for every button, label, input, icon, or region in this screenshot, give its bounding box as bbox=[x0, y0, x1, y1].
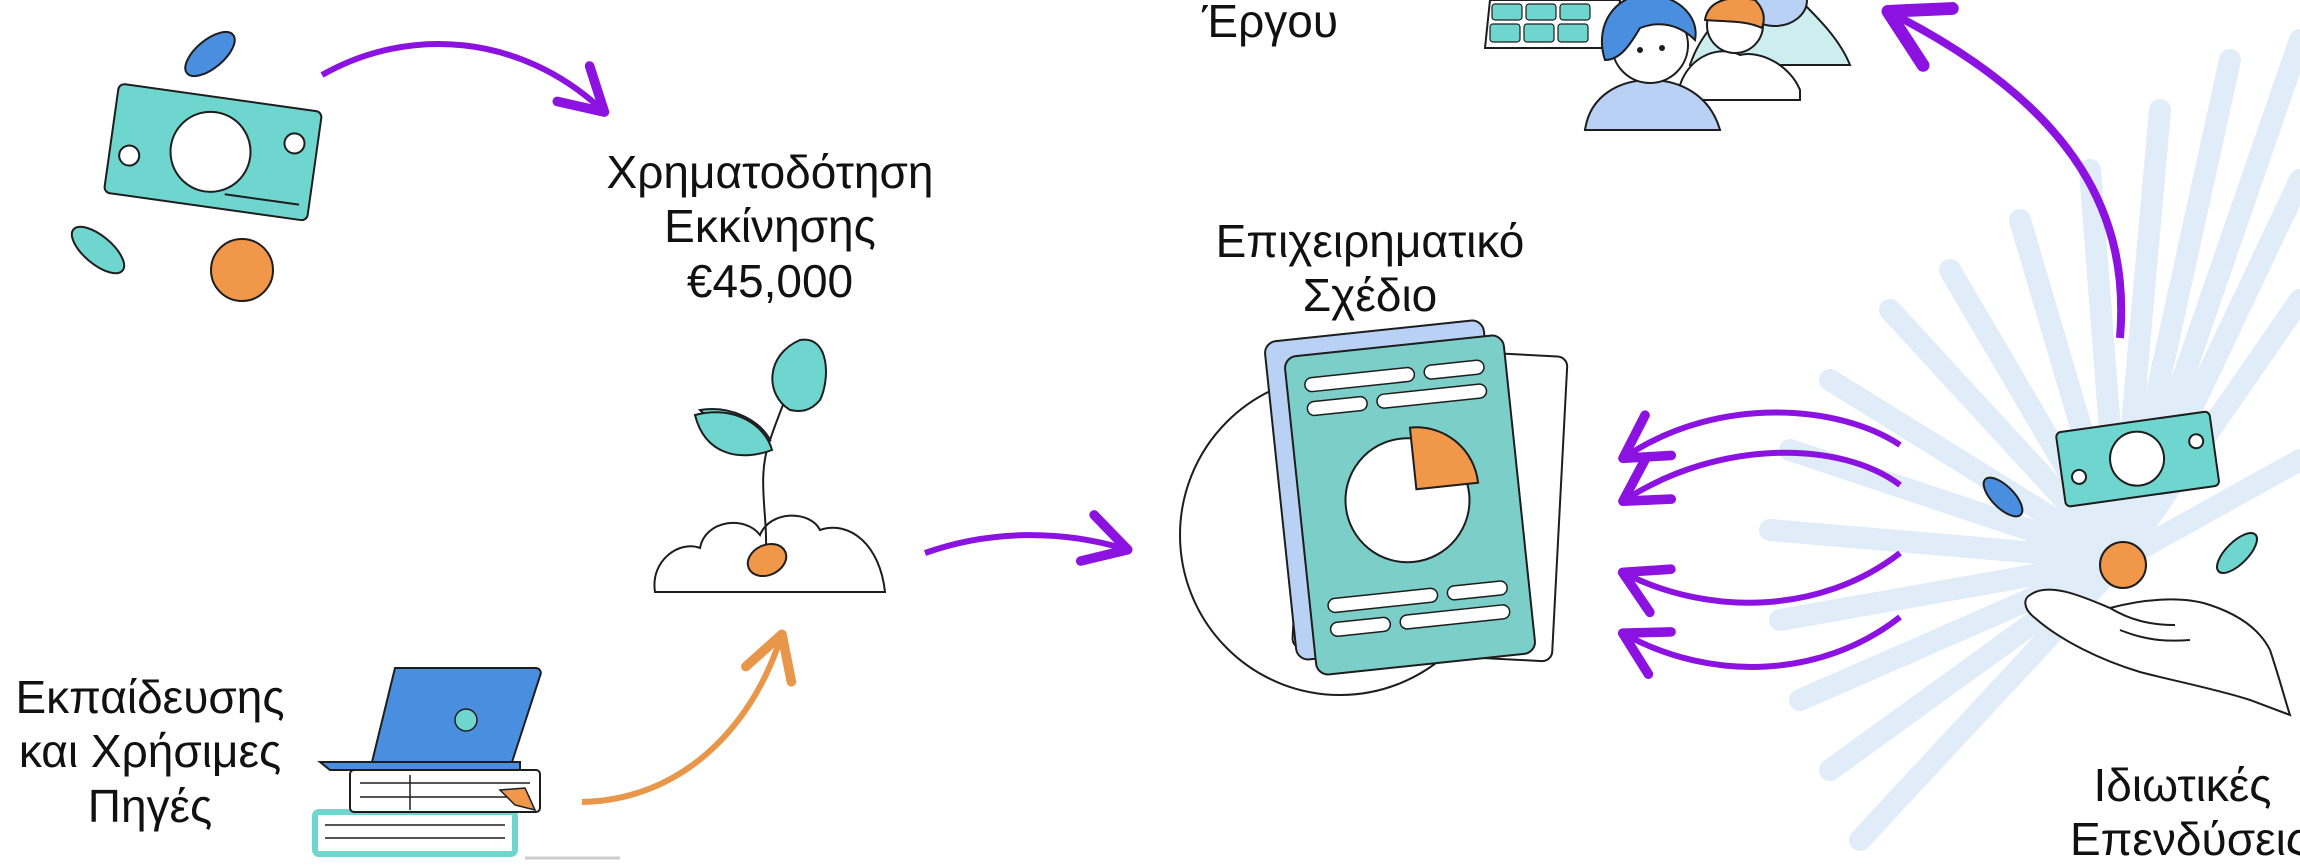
label-business-plan: Επιχειρηματικό Σχέδιο bbox=[1180, 214, 1560, 323]
label-project-partial: Έργου bbox=[1202, 0, 1338, 47]
hand-with-money-icon bbox=[1982, 410, 2292, 717]
arrow-investment-to-plan-3 bbox=[1617, 550, 1902, 618]
label-private-investment: Ιδιωτικές Επενδύσεις bbox=[2070, 759, 2300, 866]
arrow-education-to-seed bbox=[581, 629, 797, 805]
laptop-on-books-icon bbox=[312, 667, 620, 860]
arrow-money-to-seed-funding bbox=[320, 41, 610, 117]
sunburst-decoration bbox=[1759, 29, 2300, 851]
coin-icon bbox=[70, 225, 126, 275]
label-education: Εκπαίδευσης και Χρήσιμες Πηγές bbox=[15, 671, 285, 832]
people-group-icon bbox=[1583, 0, 1852, 131]
coin-icon bbox=[184, 30, 236, 78]
arrow-investment-to-plan-4 bbox=[1617, 614, 1902, 679]
arrow-investment-to-plan-2 bbox=[1618, 449, 1902, 506]
solar-panel-icon bbox=[1483, 0, 1622, 49]
business-plan-document-icon bbox=[1179, 319, 1569, 696]
sprout-icon bbox=[653, 338, 887, 593]
arrow-investment-to-project bbox=[1881, 2, 2126, 339]
coin-icon bbox=[210, 238, 274, 302]
money-bill-icon bbox=[103, 83, 323, 222]
arrow-investment-to-plan-1 bbox=[1618, 409, 1902, 464]
arrow-seed-to-business-plan bbox=[924, 510, 1133, 566]
label-seed-funding: Χρηματοδότηση Εκκίνησης €45,000 bbox=[606, 146, 934, 307]
label-business-plan-line1: Επιχειρηματικό bbox=[1215, 215, 1525, 267]
